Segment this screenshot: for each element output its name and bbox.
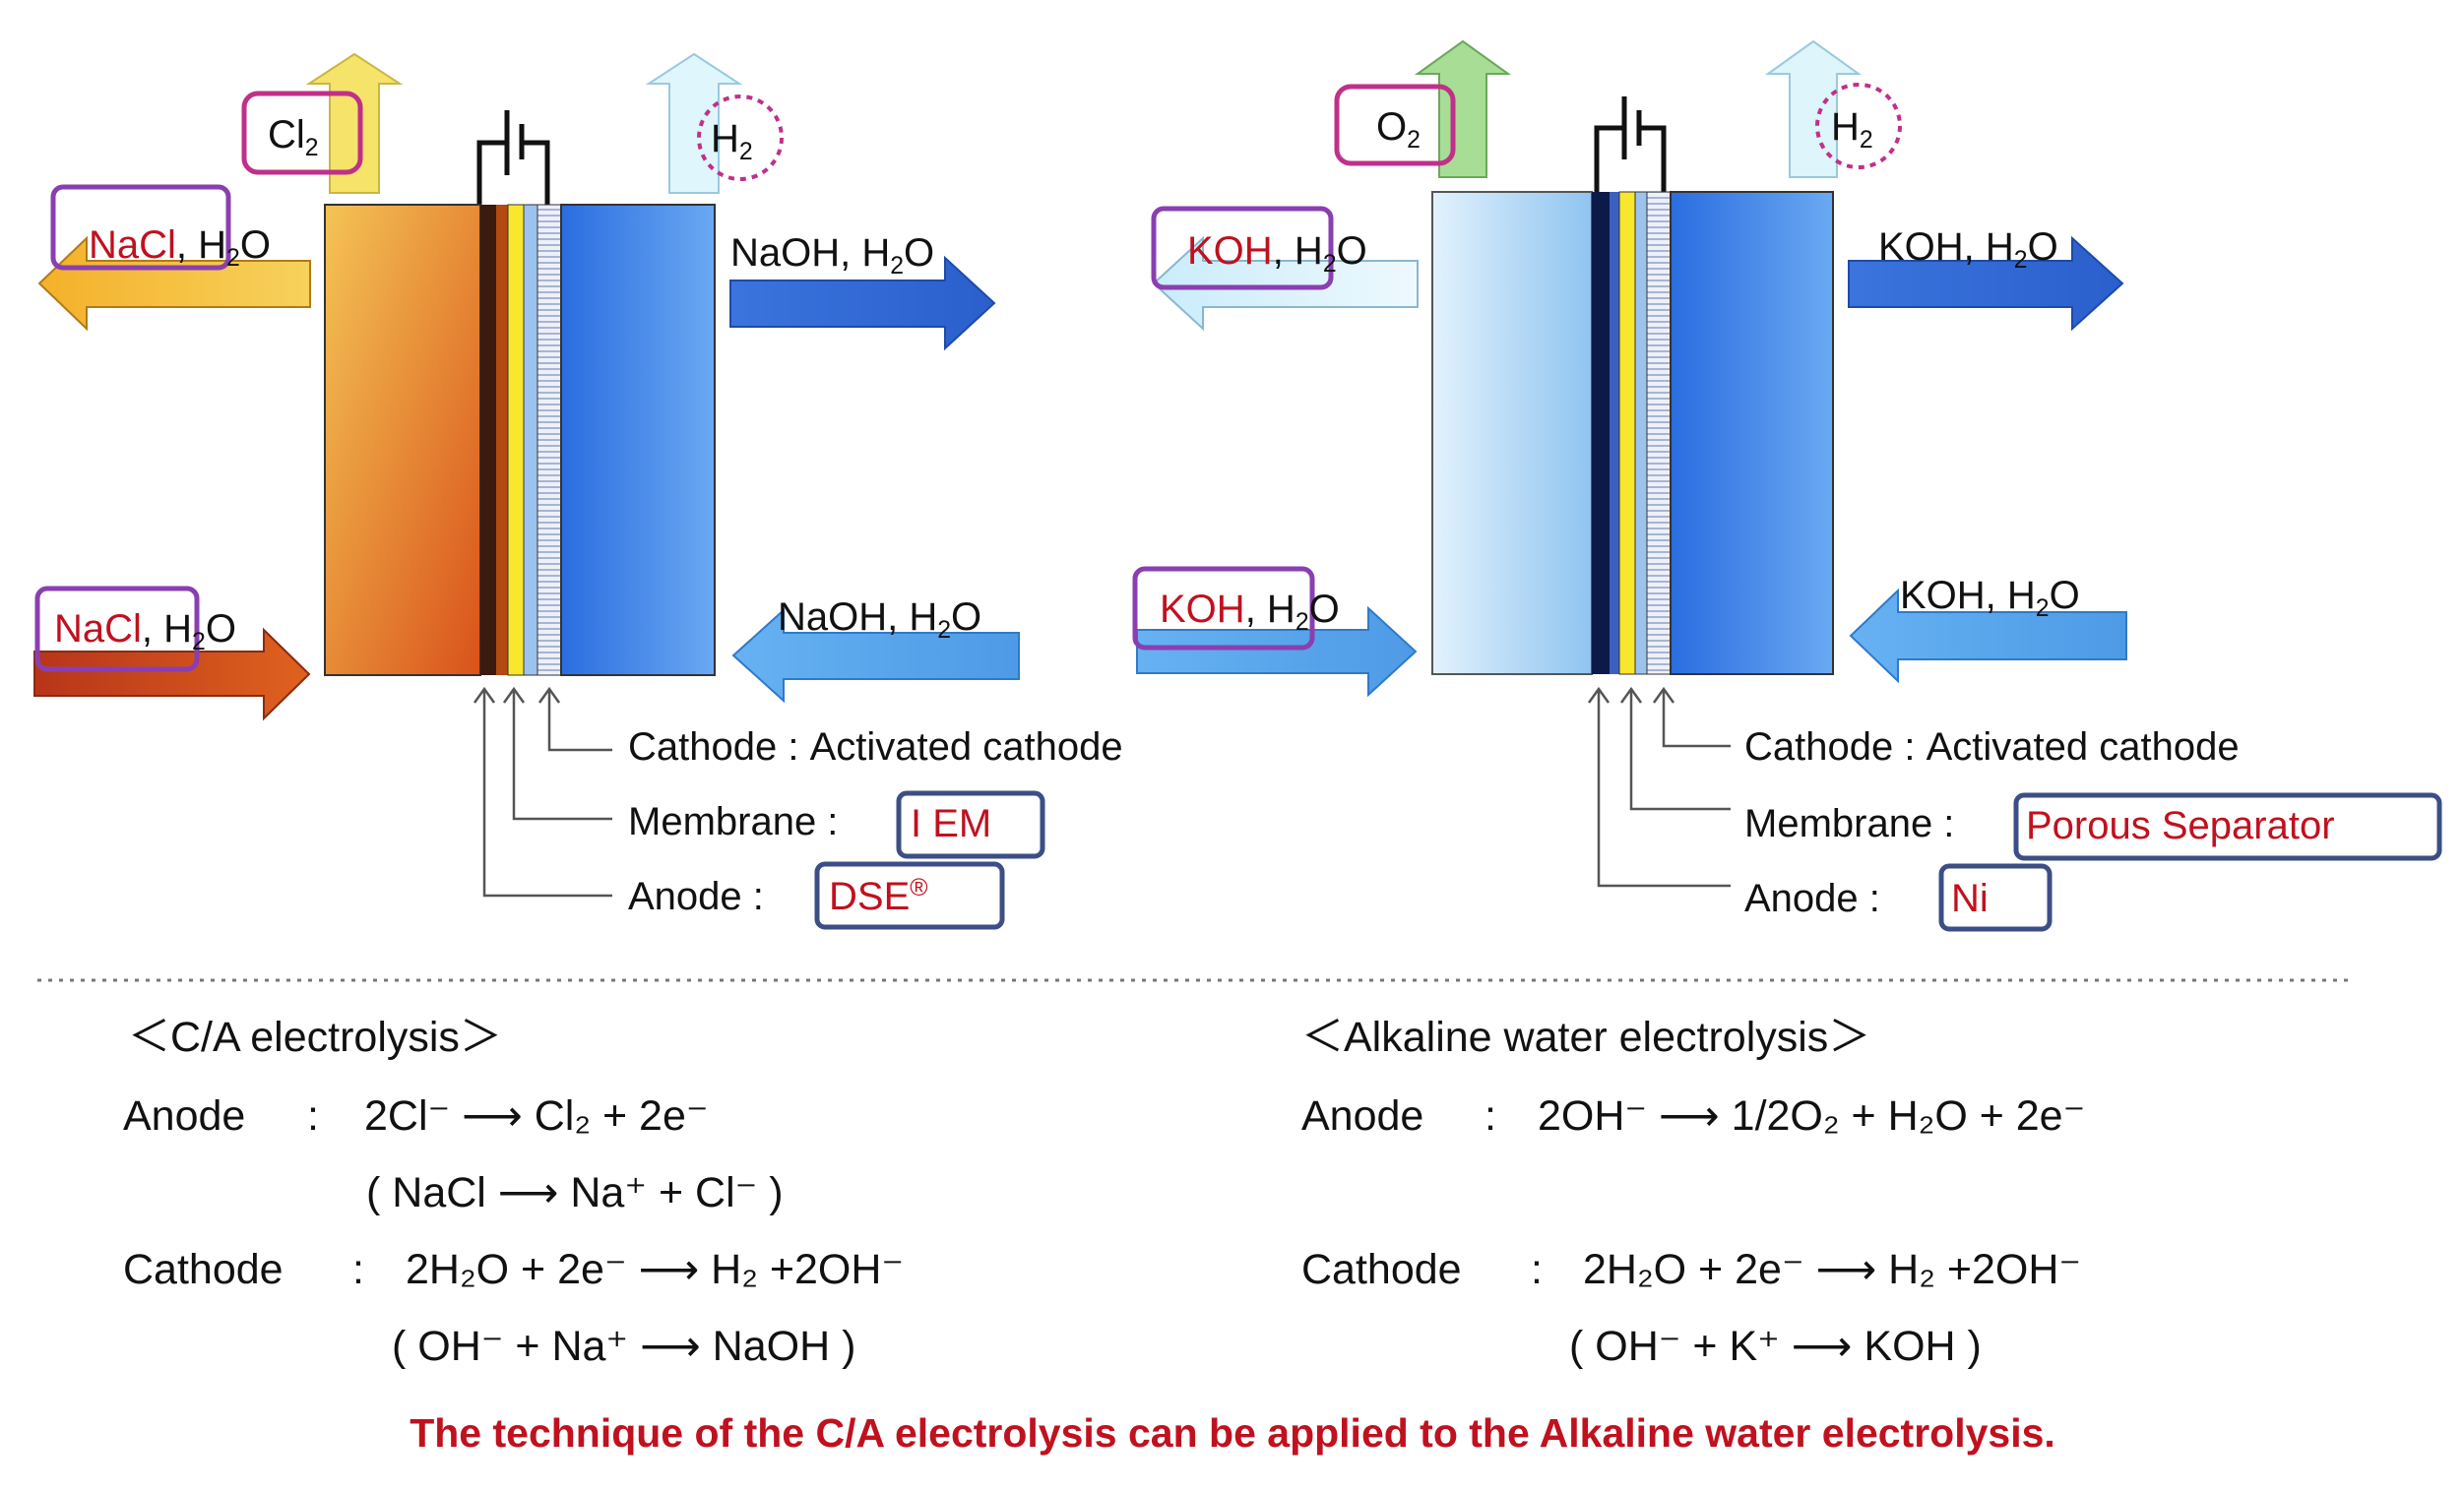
- alk-anode-value: Ni: [1951, 877, 1989, 920]
- o2-outlet-arrow: [1414, 39, 1512, 178]
- naoh-inlet-label: NaOH, H2O: [778, 595, 981, 644]
- naoh-outlet-arrow: [729, 255, 996, 351]
- alk-leader-lines: [1587, 686, 1731, 888]
- alk-cell: O2 H2 KOH, H2O KOH, H2O KOH, H2O KOH, H2…: [1132, 39, 2442, 932]
- ca-cathode-colon: :: [352, 1246, 364, 1293]
- cl2-label: Cl2: [268, 113, 319, 161]
- alk-koh-outlet-arrow: [1848, 235, 2124, 332]
- alk-anode-equation: 2OH⁻ ⟶ 1/2O₂ + H₂O + 2e⁻: [1538, 1092, 2085, 1140]
- nacl-outlet-label: NaCl, H2O: [89, 223, 271, 272]
- alk-anode-colon: :: [1485, 1092, 1496, 1140]
- alk-anode-label: Anode :: [1744, 877, 1880, 920]
- ca-anode-colon: :: [307, 1092, 319, 1140]
- alk-anode-label: Anode: [1301, 1092, 1423, 1140]
- o2-label-box: [1334, 84, 1456, 166]
- alk-activated-cathode: [1646, 191, 1672, 675]
- ni-anode-electrode: [1592, 192, 1610, 674]
- ca-anode-label: Anode :: [628, 875, 764, 918]
- nacl-inlet-arrow: [33, 627, 311, 721]
- koh-outlet-arrow: [1152, 235, 1419, 332]
- koh-outlet-label: KOH, H2O: [1187, 229, 1367, 278]
- alk-h2-label-circle: [1815, 83, 1902, 169]
- alk-cathode-label: Cathode: [1301, 1246, 1462, 1293]
- koh-inlet-label: KOH, H2O: [1160, 588, 1340, 636]
- nacl-inlet-box: [34, 586, 200, 672]
- ca-anode-label: Anode: [123, 1092, 245, 1140]
- activated-cathode: [537, 204, 562, 676]
- alk-reactions: ＜Alkaline water electrolysis＞ Anode : 2O…: [1301, 1014, 2085, 1370]
- naoh-inlet-arrow: [731, 607, 1020, 704]
- anode-chamber: [324, 204, 481, 676]
- alk-koh-outlet-label: KOH, H2O: [1878, 225, 2058, 274]
- alk-reactions-heading: ＜Alkaline water electrolysis＞: [1301, 1014, 1870, 1061]
- alk-membrane-value: Porous Separator: [2026, 804, 2335, 847]
- h2-label-circle: [697, 94, 784, 181]
- o2-label: O2: [1376, 105, 1421, 154]
- alk-cathode-chamber: [1670, 191, 1834, 675]
- alk-cathode-note: ( OH⁻ + K⁺ ⟶ KOH ): [1569, 1323, 1982, 1370]
- ca-membrane-value-box: [896, 790, 1045, 859]
- ca-reactions-heading: ＜C/A electrolysis＞: [128, 1014, 502, 1061]
- power-source-symbol: [476, 110, 550, 207]
- h2-label: H2: [711, 117, 753, 165]
- anode-electrode: [480, 205, 496, 675]
- conclusion-text: The technique of the C/A electrolysis ca…: [410, 1410, 2055, 1456]
- ca-anode-equation: 2Cl⁻ ⟶ Cl₂ + 2e⁻: [364, 1092, 709, 1140]
- ca-cathode-label: Cathode : Activated cathode: [628, 725, 1123, 769]
- nacl-outlet-arrow: [37, 235, 311, 332]
- ca-membrane-value: I EM: [911, 802, 991, 845]
- ca-cathode-equation: 2H₂O + 2e⁻ ⟶ H₂ +2OH⁻: [406, 1246, 904, 1293]
- cl2-outlet-arrow: [305, 52, 404, 194]
- naoh-outlet-label: NaOH, H2O: [730, 231, 934, 280]
- alk-anode-value-box: [1938, 863, 2053, 932]
- alk-cathode-colon: :: [1531, 1246, 1543, 1293]
- ca-anode-value: DSE®: [829, 875, 928, 918]
- anode-electrode-edge: [496, 205, 508, 675]
- ca-membrane-label: Membrane :: [628, 800, 838, 843]
- alk-cathode-gap: [1634, 191, 1648, 675]
- koh-inlet-box: [1132, 566, 1315, 651]
- alk-membrane-value-box: [2013, 792, 2442, 861]
- porous-separator: [1618, 191, 1636, 675]
- ca-cathode-note: ( OH⁻ + Na⁺ ⟶ NaOH ): [392, 1323, 855, 1370]
- alk-cathode-label: Cathode : Activated cathode: [1744, 725, 2240, 769]
- alk-membrane-label: Membrane :: [1744, 802, 1954, 845]
- ca-anode-value-box: [814, 861, 1005, 930]
- nacl-outlet-box: [50, 184, 231, 271]
- alk-h2-label: H2: [1831, 105, 1873, 154]
- ca-cell: Cl2 H2 NaCl, H2O NaCl, H2O NaOH, H2O NaO…: [33, 52, 1123, 930]
- cathode-chamber: [560, 204, 716, 676]
- cl2-label-box: [241, 91, 363, 175]
- alk-cathode-equation: 2H₂O + 2e⁻ ⟶ H₂ +2OH⁻: [1583, 1246, 2081, 1293]
- ion-exchange-membrane: [507, 204, 525, 676]
- ca-anode-note: ( NaCl ⟶ Na⁺ + Cl⁻ ): [366, 1169, 784, 1216]
- ca-cathode-label: Cathode: [123, 1246, 284, 1293]
- alk-koh-inlet-arrow: [1849, 588, 2127, 684]
- cathode-gap: [523, 204, 538, 676]
- nacl-inlet-label: NaCl, H2O: [54, 607, 236, 655]
- ca-reactions: ＜C/A electrolysis＞ Anode : 2Cl⁻ ⟶ Cl₂ + …: [123, 1014, 904, 1370]
- alk-anode-chamber: [1431, 191, 1593, 675]
- koh-outlet-box: [1151, 206, 1334, 290]
- alk-anode-electrode-edge: [1610, 192, 1619, 674]
- ca-leader-lines: [473, 686, 612, 898]
- alk-koh-inlet-label: KOH, H2O: [1900, 574, 2080, 622]
- koh-inlet-arrow: [1136, 605, 1418, 698]
- alk-power-source-symbol: [1594, 96, 1667, 192]
